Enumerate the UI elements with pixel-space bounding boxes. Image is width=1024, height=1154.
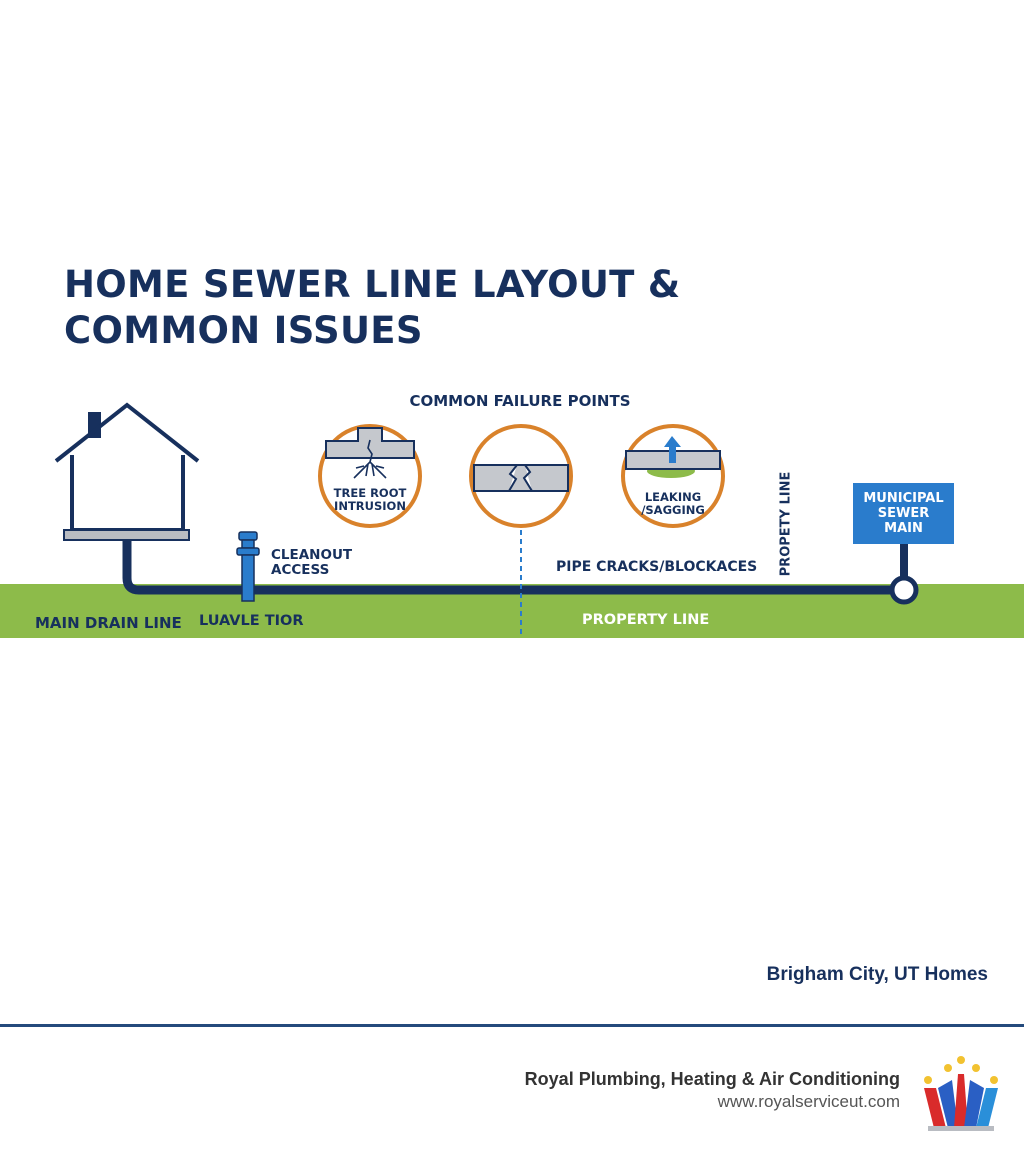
property-line-vertical-label: PROPETY LINE bbox=[778, 471, 794, 577]
cleanout-icon bbox=[236, 531, 260, 602]
footer-divider bbox=[0, 1024, 1024, 1027]
title-line-2: COMMON ISSUES bbox=[64, 309, 423, 352]
cracked-pipe-icon bbox=[508, 464, 533, 492]
crown-logo-icon bbox=[924, 1056, 998, 1131]
page-title: HOME SEWER LINE LAYOUT & COMMON ISSUES bbox=[64, 262, 764, 354]
location-label: Brigham City, UT Homes bbox=[766, 964, 988, 985]
tree-root-icon bbox=[353, 439, 387, 479]
luavle-label: LUAVLE TIOR bbox=[199, 613, 304, 629]
house-icon bbox=[54, 402, 200, 541]
municipal-sewer-main-box: MUNICIPAL SEWER MAIN bbox=[853, 483, 954, 544]
property-line-ground-label: PROPERTY LINE bbox=[582, 612, 710, 628]
municipal-connection-icon bbox=[889, 575, 919, 605]
leak-circle bbox=[621, 424, 725, 528]
website-link[interactable]: www.royalserviceut.com bbox=[717, 1092, 900, 1111]
pipe-cracks-label: PIPE CRACKS/BLOCKACES bbox=[556, 559, 758, 575]
leak-icon bbox=[664, 436, 681, 463]
leak-label: LEAKING /SAGGING bbox=[641, 490, 705, 517]
main-sewer-pipe bbox=[122, 540, 905, 595]
company-name: Royal Plumbing, Heating & Air Conditioni… bbox=[524, 1069, 900, 1089]
sewer-diagram bbox=[54, 402, 919, 638]
tree-root-label: TREE ROOT INTRUSION bbox=[333, 486, 407, 513]
failure-points-heading: COMMON FAILURE POINTS bbox=[409, 392, 631, 410]
tree-root-circle bbox=[318, 424, 422, 528]
main-drain-label: MAIN DRAIN LINE bbox=[35, 614, 182, 632]
cleanout-label: CLEANOUT ACCESS bbox=[271, 547, 353, 578]
title-line-1: HOME SEWER LINE LAYOUT & bbox=[64, 263, 681, 306]
crack-circle bbox=[469, 424, 573, 528]
